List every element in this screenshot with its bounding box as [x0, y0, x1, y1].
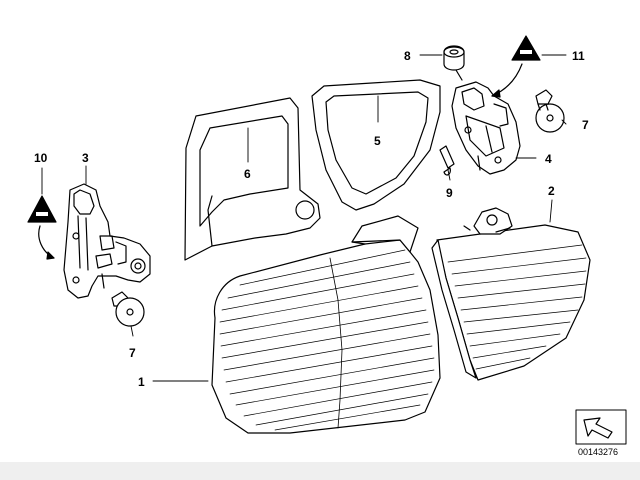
callout-5: 5 [374, 134, 381, 148]
warning-triangle-icon-left [27, 195, 57, 223]
gasket-small [311, 79, 441, 211]
arrowhead-left [46, 251, 55, 260]
bulb-left [111, 291, 145, 327]
bulb-holder-right [451, 81, 521, 175]
callout-8: 8 [404, 49, 411, 63]
warning-triangle-icon-right [511, 35, 541, 61]
callout-10: 10 [34, 151, 48, 165]
callout-6: 6 [244, 167, 251, 181]
bulb-right [535, 89, 565, 133]
callout-11: 11 [572, 49, 585, 63]
callout-9: 9 [446, 186, 453, 200]
bulb-holder-left [63, 183, 151, 299]
arrowhead-right [491, 89, 501, 98]
callout-7-left: 7 [129, 346, 136, 360]
grommet [443, 45, 465, 81]
diagram-part-code: 00143276 [578, 447, 618, 457]
gasket-large [184, 97, 321, 261]
callout-1: 1 [138, 375, 145, 389]
callout-2: 2 [548, 184, 555, 198]
arrow-right [491, 63, 523, 97]
callout-3: 3 [82, 151, 89, 165]
leader-lines [41, 54, 567, 382]
outer-tail-light-lens [211, 215, 441, 434]
arrow-left [38, 225, 55, 259]
orientation-arrow-icon [575, 409, 627, 445]
footer-bar [0, 462, 640, 480]
callout-4: 4 [545, 152, 552, 166]
callout-7-right: 7 [582, 118, 589, 132]
inner-tail-light [431, 207, 591, 381]
small-wedge-bulb [439, 145, 455, 176]
